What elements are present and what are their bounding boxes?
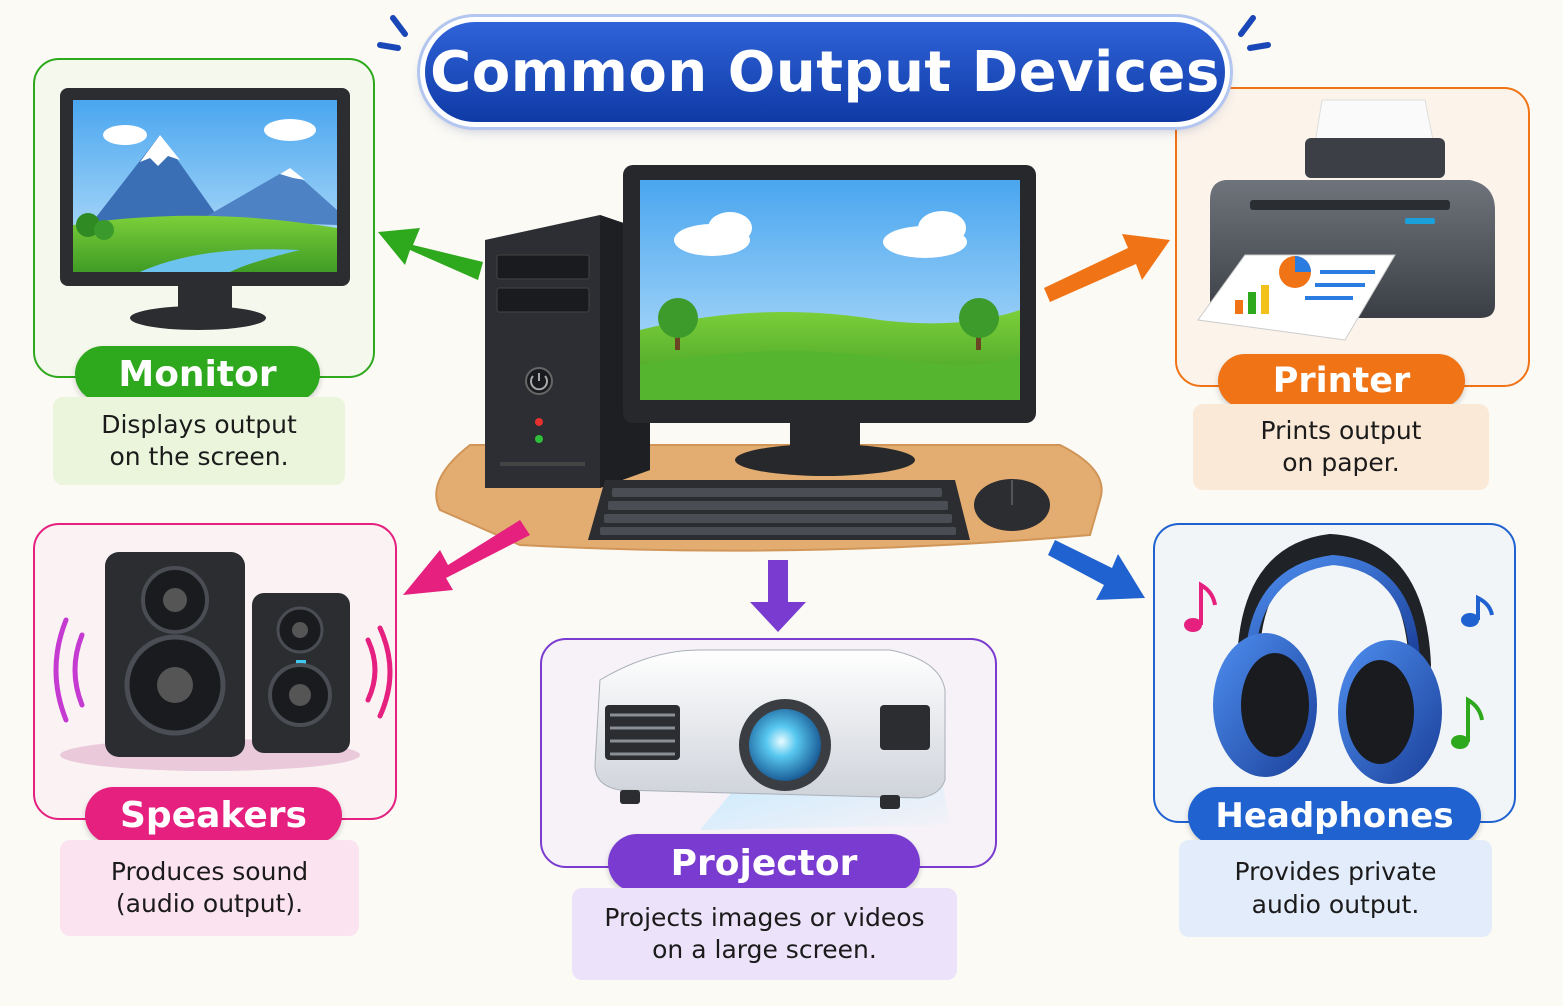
headphones-description-line-2: audio output. (1251, 889, 1420, 919)
speakers-description-line-1: Produces sound (110, 856, 309, 886)
sparkle-right-icon (1238, 15, 1271, 51)
pc-keyboard (588, 480, 970, 540)
pc-monitor (623, 165, 1036, 476)
projector-description: Projects images or videos on a large scr… (572, 888, 957, 980)
speakers-illustration (53, 552, 393, 771)
headphones-description-line-1: Provides private (1234, 857, 1437, 886)
monitor-description-line-2: on the screen. (109, 442, 289, 471)
music-note-icon (1184, 581, 1217, 632)
printer-label: Printer (1218, 354, 1465, 408)
projector-description-line-2: on a large screen. (652, 935, 877, 964)
printer-description-line-1: Prints output (1260, 415, 1422, 445)
central-computer-illustration (435, 165, 1103, 552)
sparkle-left-icon (377, 15, 408, 51)
projector-description-line-1: Projects images or videos (604, 902, 925, 932)
projector-label: Projector (608, 834, 920, 892)
headphones-label: Headphones (1188, 787, 1481, 845)
speakers-description-line-2: (audio output). (115, 889, 304, 918)
pc-mouse (974, 479, 1050, 531)
projector-illustration (594, 649, 950, 830)
page-title: Common Output Devices (425, 22, 1225, 122)
music-note-icon (1461, 594, 1494, 627)
music-note-icon (1451, 696, 1484, 749)
arrow-to-headphones (1048, 540, 1145, 600)
printer-description-line-2: on paper. (1282, 448, 1400, 477)
arrow-to-monitor (378, 228, 483, 280)
speakers-label: Speakers (85, 787, 342, 844)
speakers-description: Produces sound (audio output). (60, 840, 359, 936)
monitor-illustration (60, 88, 350, 330)
printer-illustration (1197, 99, 1495, 341)
arrow-to-projector (750, 560, 806, 632)
headphones-illustration (1184, 533, 1494, 784)
arrow-to-speakers (403, 520, 530, 595)
headphones-description: Provides private audio output. (1179, 840, 1492, 937)
monitor-description: Displays output on the screen. (53, 397, 345, 485)
monitor-description-line-1: Displays output (101, 409, 297, 439)
arrow-to-printer (1044, 234, 1170, 302)
monitor-label: Monitor (75, 346, 320, 402)
printer-description: Prints output on paper. (1193, 404, 1489, 490)
